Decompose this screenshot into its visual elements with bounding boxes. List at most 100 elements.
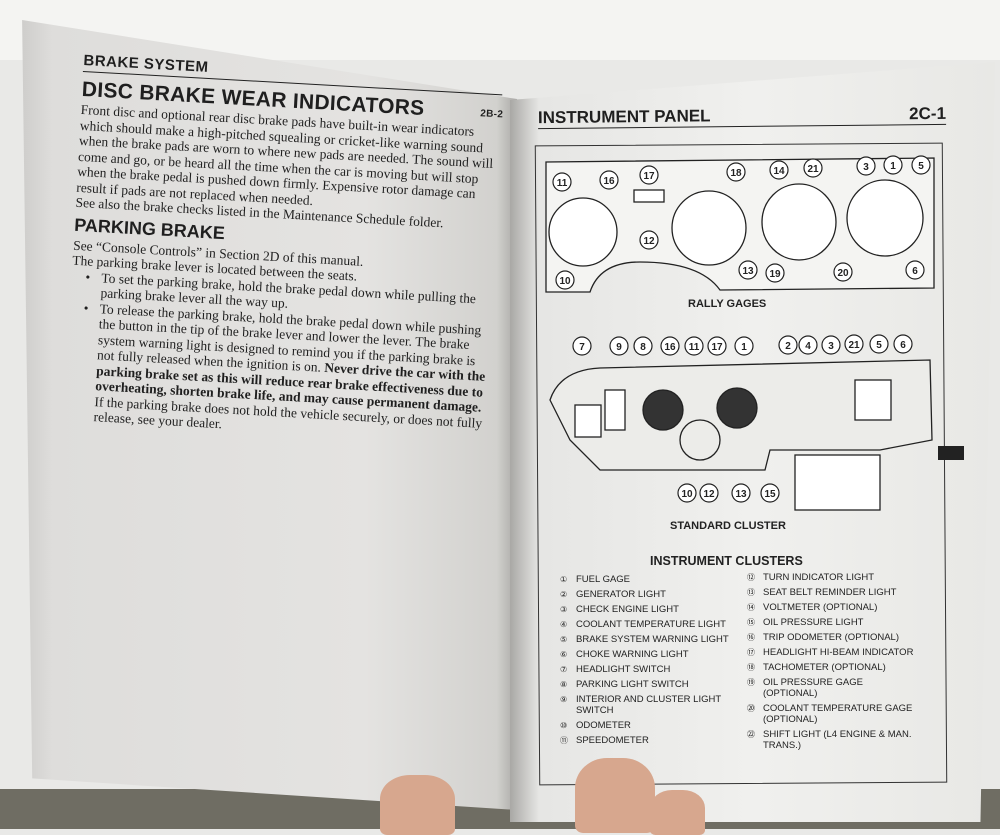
legend-number: ⑥ (560, 650, 568, 659)
svg-text:1: 1 (890, 161, 896, 172)
legend-number: ⑤ (560, 635, 568, 644)
legend-label: CHECK ENGINE LIGHT (576, 604, 679, 615)
callout-number: 3 (821, 335, 841, 355)
callout-number: 15 (760, 483, 780, 503)
callout-number: 6 (893, 334, 913, 354)
legend-label: ODOMETER (576, 720, 631, 731)
callout-number: 21 (803, 158, 823, 178)
legend-label: INTERIOR AND CLUSTER LIGHT SWITCH (576, 694, 721, 716)
svg-text:8: 8 (640, 342, 646, 353)
legend-number: ⑬ (747, 588, 755, 597)
svg-text:12: 12 (643, 236, 655, 247)
standard-cluster-caption: STANDARD CLUSTER (670, 520, 786, 532)
legend-label: TACHOMETER (OPTIONAL) (763, 662, 886, 673)
svg-text:2: 2 (785, 341, 791, 352)
callout-number: 17 (639, 165, 659, 185)
radio (794, 454, 881, 511)
legend-item: ⑱ TACHOMETER (OPTIONAL) (747, 662, 917, 673)
svg-text:4: 4 (805, 341, 811, 352)
svg-text:7: 7 (579, 342, 585, 353)
legend-item: ⑯ TRIP ODOMETER (OPTIONAL) (747, 632, 917, 643)
legend-label: GENERATOR LIGHT (576, 589, 666, 600)
legend-number: ③ (560, 605, 568, 614)
cluster-gauge-left (642, 389, 684, 431)
svg-text:13: 13 (735, 489, 747, 500)
callout-number: 1 (734, 336, 754, 356)
legend-label: CHOKE WARNING LIGHT (576, 649, 689, 660)
callout-number: 21 (844, 334, 864, 354)
callout-number: 11 (684, 336, 704, 356)
callout-number: 5 (869, 334, 889, 354)
legend-number: ① (560, 575, 568, 584)
callout-number: 4 (798, 335, 818, 355)
svg-text:10: 10 (681, 489, 693, 500)
legend-number: ㉒ (747, 730, 755, 739)
svg-text:18: 18 (730, 168, 742, 179)
legend-label: OIL PRESSURE LIGHT (763, 617, 864, 628)
tachometer-gauge (671, 190, 747, 266)
legend-item: ⑥ CHOKE WARNING LIGHT (560, 649, 735, 660)
callout-number: 5 (911, 155, 931, 175)
svg-text:13: 13 (742, 266, 754, 277)
callout-number: 7 (572, 336, 592, 356)
callout-number: 13 (731, 483, 751, 503)
svg-text:5: 5 (918, 161, 924, 172)
legend-number: ⑲ (747, 678, 755, 687)
voltmeter-gauge (761, 183, 837, 261)
legend-label: SHIFT LIGHT (L4 ENGINE & MAN. TRANS.) (763, 729, 912, 751)
legend-label: COOLANT TEMPERATURE GAGE (OPTIONAL) (763, 703, 913, 725)
svg-text:3: 3 (828, 341, 834, 352)
speedometer-gauge (548, 197, 618, 267)
legend-label: COOLANT TEMPERATURE LIGHT (576, 619, 726, 630)
legend-item: ⑨ INTERIOR AND CLUSTER LIGHT SWITCH (560, 694, 735, 716)
svg-text:17: 17 (711, 342, 723, 353)
svg-text:17: 17 (643, 171, 655, 182)
svg-text:21: 21 (848, 340, 860, 351)
legend-label: TRIP ODOMETER (OPTIONAL) (763, 632, 900, 643)
callout-number: 10 (677, 483, 697, 503)
finger (575, 758, 655, 833)
cluster-gauge-right (716, 387, 758, 429)
callout-number: 17 (707, 336, 727, 356)
svg-text:20: 20 (837, 268, 849, 279)
legend-item: ⑪ SPEEDOMETER (560, 735, 735, 746)
legend-number: ⑭ (747, 603, 755, 612)
legend-item: ⑭ VOLTMETER (OPTIONAL) (747, 602, 917, 613)
svg-text:9: 9 (616, 342, 622, 353)
callout-number: 14 (769, 160, 789, 180)
svg-text:16: 16 (664, 342, 676, 353)
callout-number: 10 (555, 270, 575, 290)
callout-number: 9 (609, 336, 629, 356)
callout-number: 18 (726, 162, 746, 182)
legend-number: ⑯ (747, 633, 755, 642)
callout-number: 1 (883, 155, 903, 175)
legend-label: PARKING LIGHT SWITCH (576, 679, 689, 690)
legend-label: FUEL GAGE (576, 574, 631, 585)
legend-number: ⑨ (560, 695, 568, 704)
svg-text:21: 21 (807, 164, 819, 175)
callout-number: 2 (778, 335, 798, 355)
legend-number: ⑱ (747, 663, 755, 672)
section-tab-marker (938, 446, 964, 460)
legend-label: SPEEDOMETER (576, 735, 649, 746)
vent-left (574, 404, 602, 438)
callout-number: 20 (833, 262, 853, 282)
steering-hub (679, 419, 721, 461)
legend-number: ⑦ (560, 665, 568, 674)
svg-text:11: 11 (689, 342, 700, 353)
callout-number: 16 (660, 336, 680, 356)
legend-number: ⑪ (560, 736, 568, 745)
legend-label: VOLTMETER (OPTIONAL) (763, 602, 878, 613)
callout-number: 8 (633, 336, 653, 356)
svg-text:1: 1 (741, 342, 747, 353)
rally-gages-caption: RALLY GAGES (688, 298, 767, 310)
callout-number: 16 (599, 170, 619, 190)
legend-number: ⑳ (747, 704, 755, 713)
legend-number: ⑰ (747, 648, 755, 657)
